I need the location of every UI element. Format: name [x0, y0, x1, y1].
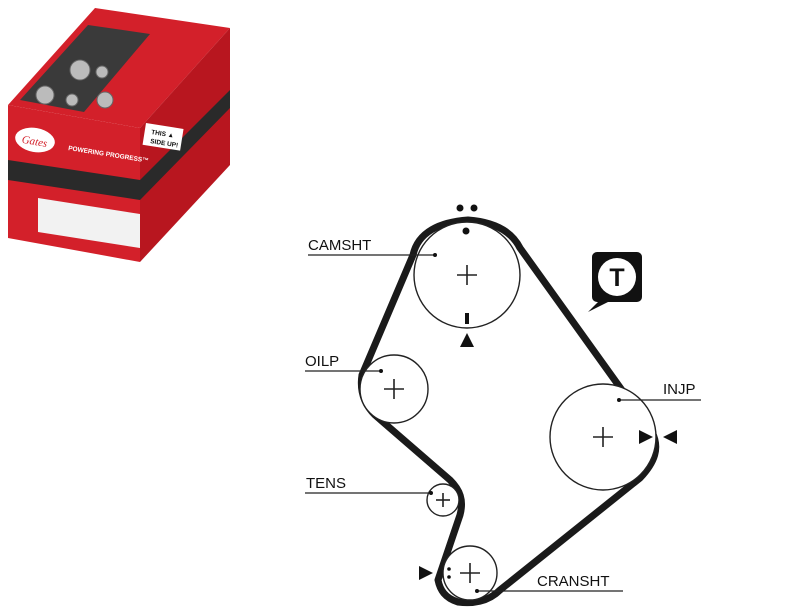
oil-pump-center-icon [384, 379, 404, 399]
box-side-band [140, 90, 230, 200]
camshaft-timing-dot [462, 227, 470, 235]
camshaft-center-icon [457, 265, 477, 285]
camshaft-timing-mark [465, 313, 469, 324]
gates-logo-icon [15, 127, 55, 153]
tensioner-badge: T [588, 252, 642, 312]
crankshaft-label: CRANSHT [537, 573, 610, 590]
crankshaft-timing-dot-top [447, 567, 451, 571]
tensioner-badge-text: T [609, 264, 624, 292]
injection-pump-leader-dot [617, 398, 621, 402]
camshaft-label: CAMSHT [308, 237, 371, 254]
tensioner-label: TENS [306, 475, 346, 492]
crankshaft-leader-dot [475, 589, 479, 593]
injection-pump-center-icon [593, 427, 613, 447]
injection-pump-label: INJP [663, 381, 696, 398]
orientation-note-line1: THIS ▲ [151, 129, 175, 140]
belt-mark-dot-right [470, 204, 478, 212]
crankshaft-timing-arrow-icon [419, 566, 433, 580]
box-label-area [38, 198, 140, 248]
pulley-artwork-icon [35, 59, 114, 109]
timing-belt [357, 216, 660, 607]
box-front-band [8, 160, 140, 200]
product-box-image: Gates POWERING PROGRESS™ THIS ▲ SIDE UP! [8, 8, 230, 262]
belt-mark-dot-left [456, 204, 464, 212]
orientation-note-line2: SIDE UP! [150, 138, 179, 149]
tensioner-center-icon [436, 493, 450, 507]
injection-pump-timing-arrow-outer-icon [663, 430, 677, 444]
tensioner-leader-dot [429, 491, 433, 495]
brand-logo-text: Gates [21, 134, 48, 150]
camshaft-leader-dot [433, 253, 437, 257]
oil-pump-label: OILP [305, 353, 339, 370]
orientation-note [142, 123, 184, 151]
oil-pump-leader-dot [379, 369, 383, 373]
crankshaft-center-icon [460, 563, 480, 583]
camshaft-timing-arrow-icon [460, 333, 474, 347]
crankshaft-timing-dot-bottom [447, 575, 451, 579]
injection-pump-timing-arrow-inner-icon [639, 430, 653, 444]
